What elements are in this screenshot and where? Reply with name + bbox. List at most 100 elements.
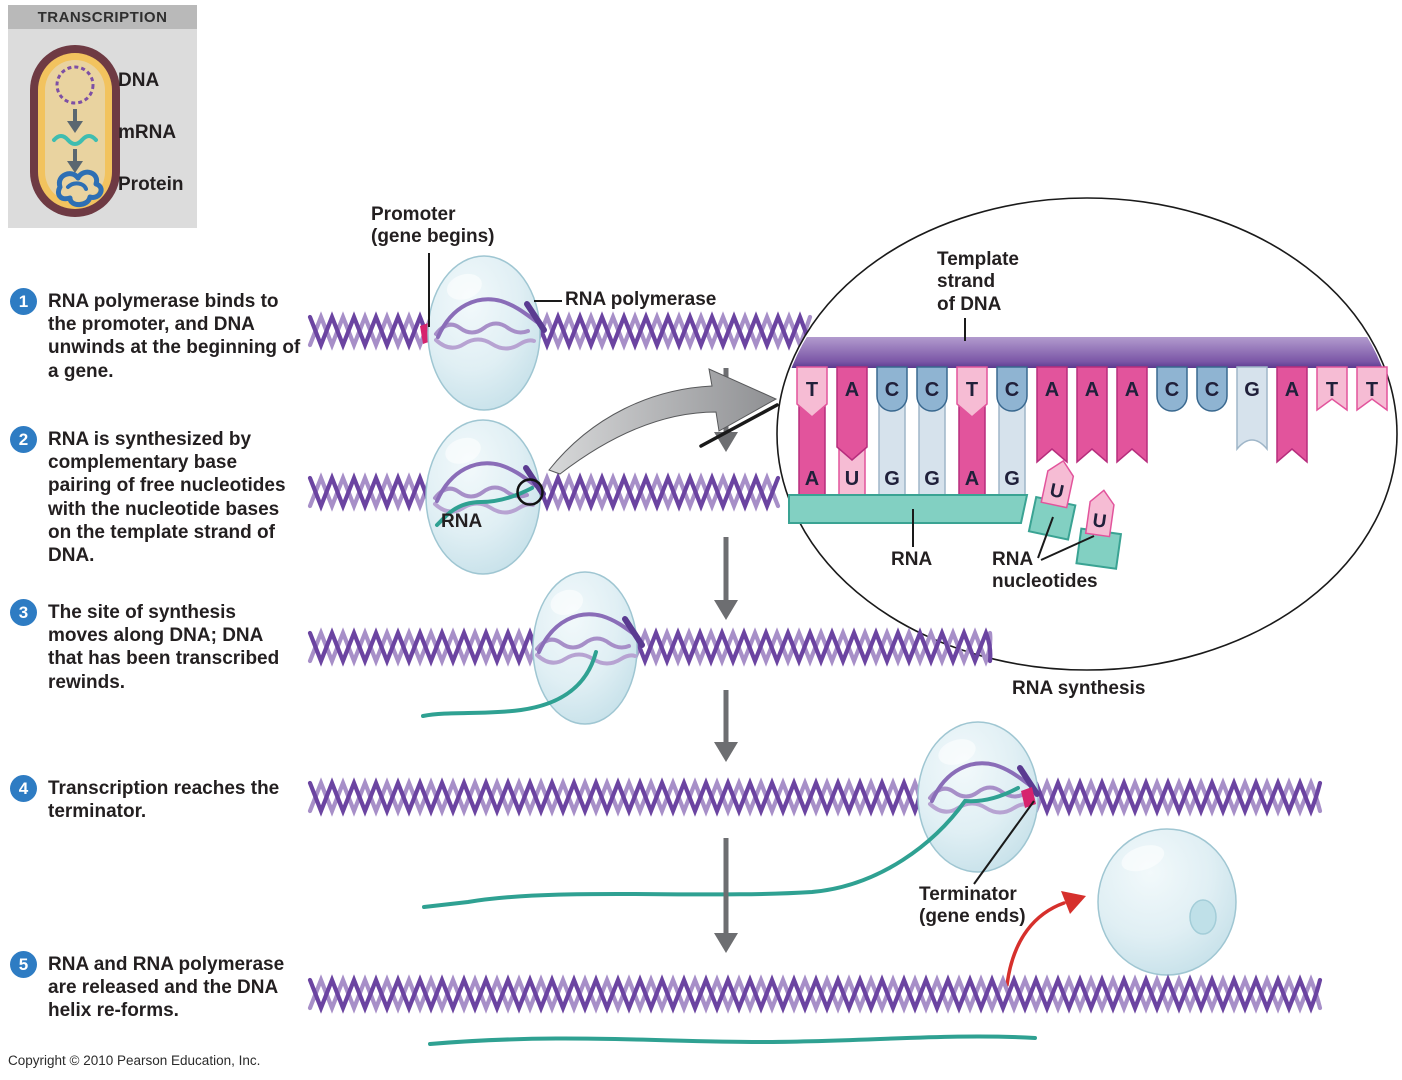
protein-icon: [55, 169, 104, 208]
unwound-dna-strand: [434, 337, 536, 351]
dna-base-tile: UA: [836, 366, 868, 496]
rna-transcript-strand: [422, 786, 1020, 909]
magnify-swoosh-arrow: [548, 368, 779, 475]
rna-base-letter: A: [965, 468, 979, 490]
nucleotide-letter: U: [1091, 510, 1108, 533]
unwound-dna-strand: [535, 636, 631, 651]
step-5-number: 5: [10, 951, 37, 978]
dna-base-letter: T: [966, 379, 978, 401]
promoter-label: Promoter (gene begins): [371, 204, 495, 248]
rna-transcript-strand: [421, 650, 598, 718]
dna-base-tile: C: [1156, 366, 1188, 412]
bubble-highlight: [938, 739, 976, 765]
step-2-text: RNA is synthesized by complementary base…: [48, 429, 286, 566]
unwound-dna-strand: [928, 785, 1024, 800]
dna-base-tile: T: [1356, 366, 1388, 412]
dna-base-letter: T: [806, 379, 818, 401]
nucleotide-base: [1084, 489, 1115, 538]
bacterial-cell-illustration: [30, 45, 120, 217]
dna-helix: [307, 777, 924, 817]
bubble-exit-channel: [1189, 899, 1217, 935]
magnified-site-marker: [516, 478, 544, 506]
dna-base-tile: A: [1276, 366, 1308, 464]
rna-polymerase-bubble: [421, 571, 645, 725]
step-4-text: Transcription reaches the terminator.: [48, 778, 280, 823]
bubble-highlight: [445, 437, 481, 464]
legend-item-dna: DNA: [118, 70, 160, 91]
step-3-number: 3: [10, 599, 37, 626]
rna-base-letter: U: [845, 468, 859, 490]
dna-base-letter: A: [845, 379, 859, 401]
rna-label-row2: RNA: [441, 511, 483, 532]
dna-base-letter: A: [1045, 379, 1059, 401]
dna-base-letter: C: [1005, 379, 1019, 401]
release-red-arrow: [1005, 891, 1086, 987]
rna-base-tile: [798, 403, 826, 496]
legend-arrow-head: [67, 121, 83, 133]
polymerase-strand: [930, 761, 1033, 803]
legend-title: TRANSCRIPTION: [8, 5, 197, 29]
rna-base-tile: [958, 403, 986, 496]
step-5-text: RNA and RNA polymerase are released and …: [48, 954, 285, 1022]
dna-base-tile: AT: [796, 366, 828, 496]
dna-helix: [307, 311, 434, 351]
step-1-text: RNA polymerase binds to the promoter, an…: [48, 291, 301, 382]
legend-arrow-head: [67, 161, 83, 173]
rna-nucleotides-label: RNA nucleotides: [992, 549, 1098, 593]
nucleotide-letter: U: [1048, 480, 1066, 503]
dna-helix: [533, 472, 781, 512]
rna-base-letter: A: [805, 468, 819, 490]
rna-polymerase-bubble: [1097, 828, 1237, 976]
polymerase-strand: [436, 297, 539, 339]
template-strand-bar: [779, 337, 1395, 368]
bubble-highlight: [1121, 845, 1165, 872]
dna-helix: [533, 311, 813, 351]
dna-base-tile: GC: [876, 366, 908, 496]
bubble-highlight: [550, 589, 584, 616]
rna-base-letter: G: [884, 468, 900, 490]
rewinding-dna-segment: [622, 616, 645, 648]
dna-helix: [307, 974, 1323, 1014]
unwound-dna-strand: [434, 321, 530, 336]
polymerase-strand: [435, 461, 538, 503]
step-2-number: 2: [10, 426, 37, 453]
step-4: 4 Transcription reaches the terminator.: [10, 775, 333, 823]
step-1: 1 RNA polymerase binds to the promoter, …: [10, 288, 333, 383]
dna-base-letter: C: [1165, 379, 1179, 401]
dna-helix: [533, 472, 781, 512]
legend-item-mrna: mRNA: [118, 122, 177, 143]
copyright-notice: Copyright © 2010 Pearson Education, Inc.: [8, 1053, 261, 1068]
rna-polymerase-bubble: [425, 419, 546, 575]
row-3: [307, 571, 993, 762]
dna-base-tile: AT: [956, 366, 988, 496]
dna-base-tile: GC: [916, 366, 948, 496]
callout-line: [1040, 535, 1095, 561]
flow-down-arrow: [714, 838, 738, 953]
rna-transcript-strand: [435, 486, 534, 527]
row-4: [307, 721, 1323, 987]
dna-base-tile: G: [1236, 366, 1268, 452]
dna-base-tile: T: [1316, 366, 1348, 412]
dna-base-tile: C: [1196, 366, 1228, 412]
rna-polymerase-bubble: [422, 721, 1040, 909]
row-5: [307, 974, 1323, 1046]
dna-helix: [307, 627, 539, 667]
dna-base-tile: A: [1036, 366, 1068, 464]
dna-helix: [1033, 777, 1323, 817]
dna-base-letter: A: [1085, 379, 1099, 401]
callout-line: [1037, 516, 1054, 559]
dna-base-letter: T: [1366, 379, 1378, 401]
dna-base-letter: A: [1285, 379, 1299, 401]
flow-down-arrow: [714, 537, 738, 620]
rna-synthesis-label: RNA synthesis: [1012, 678, 1146, 699]
protein-icon: [66, 181, 88, 191]
dna-plasmid-icon: [55, 65, 95, 105]
polymerase-strand: [537, 612, 640, 654]
dna-base-letter: A: [1125, 379, 1139, 401]
template-strand-label: Template strand of DNA: [937, 249, 1020, 315]
dna-helix: [307, 777, 924, 817]
swoosh-accent: [699, 403, 779, 448]
dna-base-letter: G: [1244, 379, 1260, 401]
